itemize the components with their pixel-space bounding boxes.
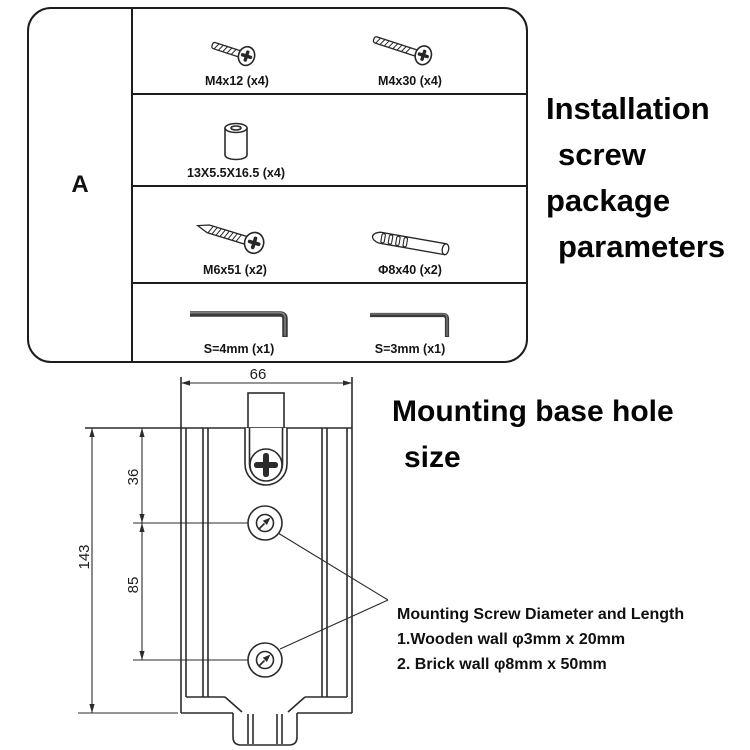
table-row: 13X5.5X16.5 (x4): [133, 95, 526, 187]
part-label: 13X5.5X16.5 (x4): [187, 166, 285, 180]
note-line: 2. Brick wall φ8mm x 50mm: [397, 656, 607, 673]
note-line: 1.Wooden wall φ3mm x 20mm: [397, 631, 626, 648]
dim-hole-spacing-label: 85: [125, 577, 142, 594]
hanger-tab: [247, 392, 285, 429]
hex-key-small-icon: [370, 312, 450, 337]
note-line: Mounting Screw Diameter and Length: [397, 606, 685, 623]
title-line: Mounting base hole: [392, 395, 674, 428]
part-label: M6x51 (x2): [203, 263, 267, 277]
mounting-screw-note: Mounting Screw Diameter and Length 1.Woo…: [397, 602, 684, 677]
title-line: package: [546, 183, 671, 218]
self-tapping-screw-icon: [195, 224, 265, 255]
package-items: M4x12 (x4): [133, 9, 526, 361]
screw-package-panel: A: [27, 7, 528, 363]
pan-head-screw-short-icon: [211, 41, 256, 67]
table-row: M4x12 (x4): [133, 9, 526, 95]
table-row: S=4mm (x1) S=3mm (x1): [133, 284, 526, 361]
list-item: M6x51 (x2): [188, 213, 282, 277]
pan-head-screw-long-icon: [372, 36, 433, 66]
hole-size-title: Mounting base hole size: [392, 389, 674, 481]
package-group-label: A: [71, 171, 89, 198]
part-label: Φ8x40 (x2): [378, 263, 442, 277]
list-item: S=4mm (x1): [187, 308, 291, 356]
list-item: M4x12 (x4): [205, 34, 269, 88]
part-label: M4x30 (x4): [378, 74, 442, 88]
list-item: S=3mm (x1): [367, 310, 453, 356]
title-line: parameters: [558, 229, 726, 264]
list-item: M4x30 (x4): [367, 30, 453, 88]
dim-width-label: 66: [250, 366, 267, 383]
package-group-cell: A: [29, 9, 133, 361]
dim-height-label: 143: [76, 544, 93, 569]
install-package-title: Installation screw package parameters: [546, 86, 725, 270]
table-row: M6x51 (x2) Φ8x40 (x2): [133, 187, 526, 284]
part-label: S=3mm (x1): [374, 342, 446, 356]
title-line: size: [404, 441, 461, 474]
dim-top-offset-label: 36: [125, 469, 142, 486]
part-label: M4x12 (x4): [205, 74, 269, 88]
spacer-cylinder-icon: [224, 122, 248, 161]
wall-anchor-icon: [371, 231, 450, 256]
list-item: Φ8x40 (x2): [363, 225, 457, 277]
title-line: screw: [558, 137, 646, 172]
part-label: S=4mm (x1): [203, 342, 275, 356]
title-line: Installation: [546, 91, 710, 126]
hex-key-large-icon: [190, 311, 288, 337]
mounting-base-drawing: 66 143 36 85: [76, 366, 389, 746]
list-item: 13X5.5X16.5 (x4): [187, 120, 285, 180]
